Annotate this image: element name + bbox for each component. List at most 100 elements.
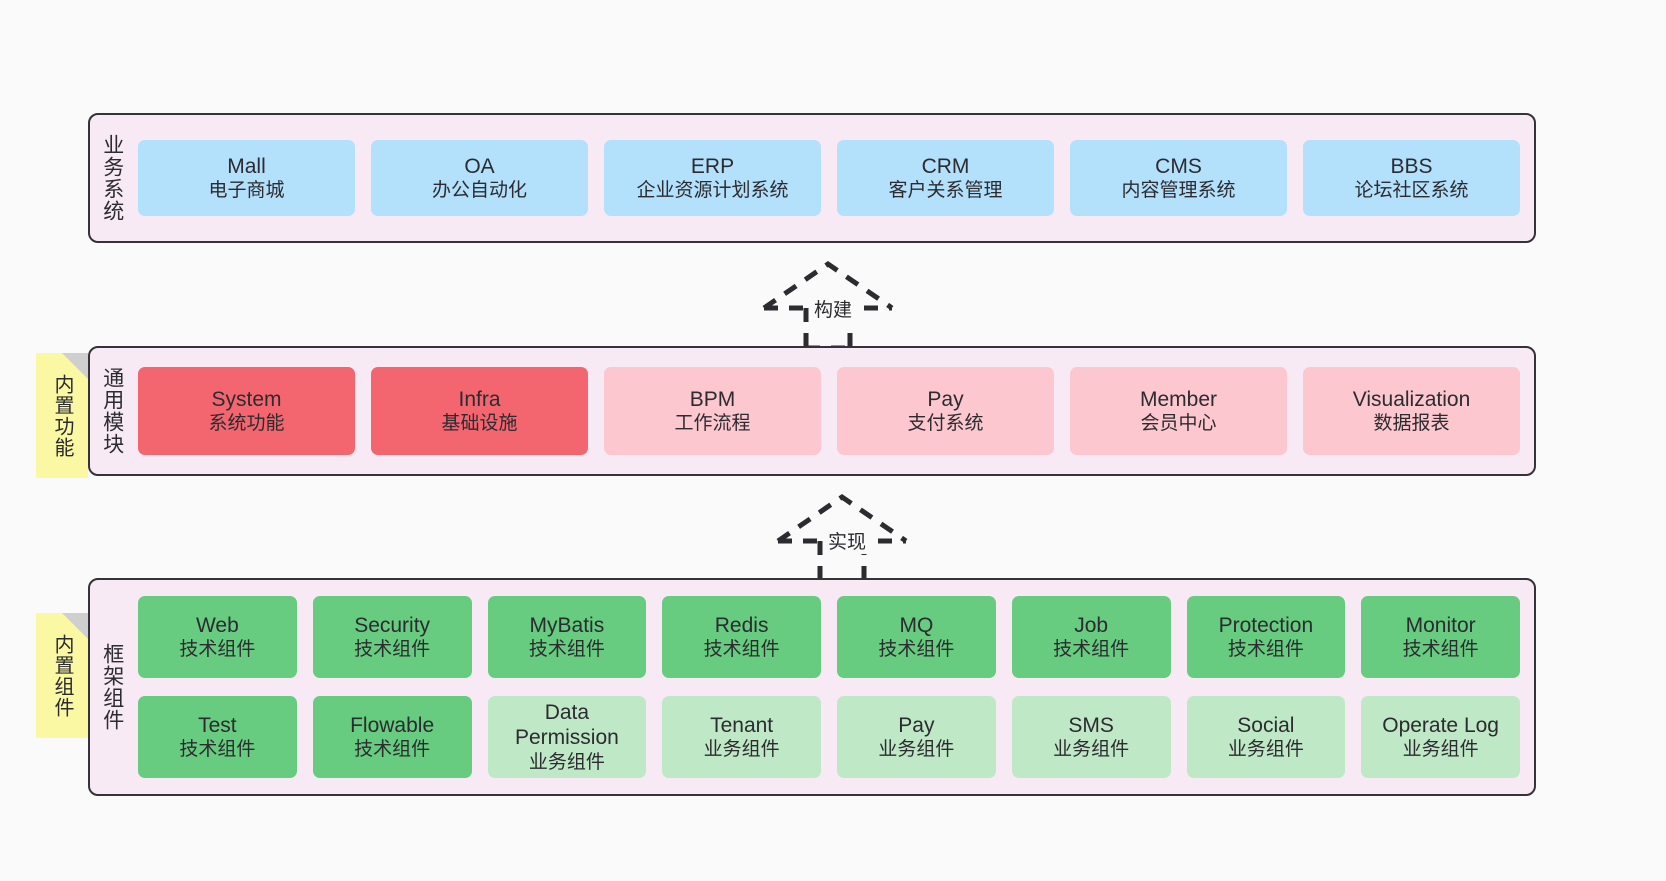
- card-pay-business[interactable]: Pay 业务组件: [837, 696, 996, 778]
- layer-framework-components: 框架组件 Web 技术组件 Security 技术组件 MyBatis 技术组件…: [88, 578, 1536, 796]
- card-subtitle: 电子商城: [208, 180, 285, 202]
- card-subtitle: 业务组件: [878, 739, 955, 761]
- card-title: Protection: [1218, 613, 1314, 637]
- card-member[interactable]: Member 会员中心: [1070, 367, 1287, 455]
- card-title: Data Permission: [514, 700, 619, 750]
- card-subtitle: 技术组件: [528, 639, 605, 661]
- card-subtitle: 办公自动化: [431, 180, 527, 202]
- card-subtitle: 技术组件: [1402, 639, 1479, 661]
- card-title: Job: [1074, 613, 1109, 637]
- connector-build-label: 构建: [812, 295, 855, 322]
- card-operate-log[interactable]: Operate Log 业务组件: [1361, 696, 1520, 778]
- card-subtitle: 技术组件: [878, 639, 955, 661]
- card-pay[interactable]: Pay 支付系统: [837, 367, 1054, 455]
- card-title: MQ: [899, 613, 934, 637]
- folded-corner-icon: [62, 353, 88, 379]
- card-social[interactable]: Social 业务组件: [1186, 696, 1346, 778]
- card-title: Security: [354, 613, 431, 637]
- card-title: BBS: [1390, 154, 1433, 178]
- card-subtitle: 技术组件: [1227, 639, 1304, 661]
- card-protection[interactable]: Protection 技术组件: [1186, 596, 1346, 678]
- card-bpm[interactable]: BPM 工作流程: [604, 367, 821, 455]
- card-monitor[interactable]: Monitor 技术组件: [1361, 596, 1520, 678]
- card-system[interactable]: System 系统功能: [138, 367, 355, 455]
- card-subtitle: 系统功能: [208, 413, 285, 435]
- card-title: CMS: [1155, 154, 1202, 178]
- layer-body-common-modules: System 系统功能 Infra 基础设施 BPM 工作流程 Pay 支付系统…: [134, 348, 1534, 474]
- card-title: Test: [198, 713, 237, 737]
- card-subtitle: 业务组件: [1227, 739, 1304, 761]
- card-title: Visualization: [1352, 387, 1471, 411]
- card-oa[interactable]: OA 办公自动化: [371, 140, 588, 216]
- card-subtitle: 业务组件: [1402, 739, 1479, 761]
- card-security[interactable]: Security 技术组件: [312, 596, 472, 678]
- card-erp[interactable]: ERP 企业资源计划系统: [604, 140, 821, 216]
- card-title: Mall: [227, 154, 266, 178]
- card-title: SMS: [1068, 713, 1114, 737]
- connector-implement-label: 实现: [826, 527, 869, 554]
- card-sms[interactable]: SMS 业务组件: [1011, 696, 1171, 778]
- card-subtitle: 企业资源计划系统: [636, 180, 789, 202]
- card-title: Infra: [458, 387, 501, 411]
- card-subtitle: 业务组件: [1053, 739, 1130, 761]
- card-subtitle: 内容管理系统: [1121, 180, 1236, 202]
- card-title: MyBatis: [529, 613, 605, 637]
- card-subtitle: 技术组件: [354, 639, 431, 661]
- card-crm[interactable]: CRM 客户关系管理: [837, 140, 1054, 216]
- card-flowable[interactable]: Flowable 技术组件: [312, 696, 472, 778]
- layer-business-systems: 业务系统 Mall 电子商城 OA 办公自动化 ERP 企业资源计划系统 CRM…: [88, 113, 1536, 243]
- card-title: Tenant: [710, 713, 774, 737]
- card-cms[interactable]: CMS 内容管理系统: [1070, 140, 1287, 216]
- layer-body-framework-components: Web 技术组件 Security 技术组件 MyBatis 技术组件 Redi…: [134, 580, 1534, 794]
- card-subtitle: 技术组件: [703, 639, 780, 661]
- card-title: OA: [464, 154, 495, 178]
- card-web[interactable]: Web 技术组件: [138, 596, 297, 678]
- card-mybatis[interactable]: MyBatis 技术组件: [487, 596, 647, 678]
- card-subtitle: 技术组件: [354, 739, 431, 761]
- card-data-permission[interactable]: Data Permission 业务组件: [487, 696, 647, 778]
- sticky-note-label: 内置组件: [51, 633, 73, 718]
- card-subtitle: 技术组件: [179, 639, 256, 661]
- card-row: Test 技术组件 Flowable 技术组件 Data Permission …: [138, 696, 1520, 778]
- card-title: Redis: [714, 613, 769, 637]
- card-title: ERP: [690, 154, 735, 178]
- layer-common-modules: 通用模块 System 系统功能 Infra 基础设施 BPM 工作流程 Pay…: [88, 346, 1536, 476]
- card-title: Pay: [898, 713, 935, 737]
- card-title: Operate Log: [1382, 713, 1499, 737]
- folded-corner-icon: [62, 613, 88, 639]
- card-redis[interactable]: Redis 技术组件: [662, 596, 821, 678]
- card-bbs[interactable]: BBS 论坛社区系统: [1303, 140, 1520, 216]
- card-subtitle: 基础设施: [441, 413, 518, 435]
- card-subtitle: 工作流程: [674, 413, 751, 435]
- card-title: Monitor: [1405, 613, 1476, 637]
- sticky-note-builtin-components: 内置组件: [36, 613, 88, 738]
- layer-title-business-systems: 业务系统: [100, 134, 124, 222]
- card-subtitle: 数据报表: [1373, 413, 1450, 435]
- card-subtitle: 客户关系管理: [888, 180, 1003, 202]
- card-test[interactable]: Test 技术组件: [138, 696, 297, 778]
- card-visualization[interactable]: Visualization 数据报表: [1303, 367, 1520, 455]
- card-subtitle: 技术组件: [179, 739, 256, 761]
- layer-body-business-systems: Mall 电子商城 OA 办公自动化 ERP 企业资源计划系统 CRM 客户关系…: [134, 115, 1534, 241]
- card-row: Web 技术组件 Security 技术组件 MyBatis 技术组件 Redi…: [138, 596, 1520, 678]
- card-subtitle: 业务组件: [528, 752, 605, 774]
- layer-title-common-modules: 通用模块: [100, 367, 124, 455]
- card-subtitle: 技术组件: [1053, 639, 1130, 661]
- card-job[interactable]: Job 技术组件: [1011, 596, 1171, 678]
- card-title: Pay: [927, 387, 964, 411]
- card-title: Web: [195, 613, 239, 637]
- card-subtitle: 支付系统: [907, 413, 984, 435]
- card-title: CRM: [921, 154, 970, 178]
- card-subtitle: 论坛社区系统: [1354, 180, 1469, 202]
- card-title: BPM: [689, 387, 736, 411]
- card-tenant[interactable]: Tenant 业务组件: [662, 696, 821, 778]
- card-title: System: [211, 387, 282, 411]
- card-mall[interactable]: Mall 电子商城: [138, 140, 355, 216]
- card-title: Social: [1237, 713, 1295, 737]
- card-row: System 系统功能 Infra 基础设施 BPM 工作流程 Pay 支付系统…: [138, 367, 1520, 455]
- card-title: Flowable: [350, 713, 435, 737]
- card-infra[interactable]: Infra 基础设施: [371, 367, 588, 455]
- card-subtitle: 业务组件: [703, 739, 780, 761]
- card-subtitle: 会员中心: [1140, 413, 1217, 435]
- card-mq[interactable]: MQ 技术组件: [837, 596, 996, 678]
